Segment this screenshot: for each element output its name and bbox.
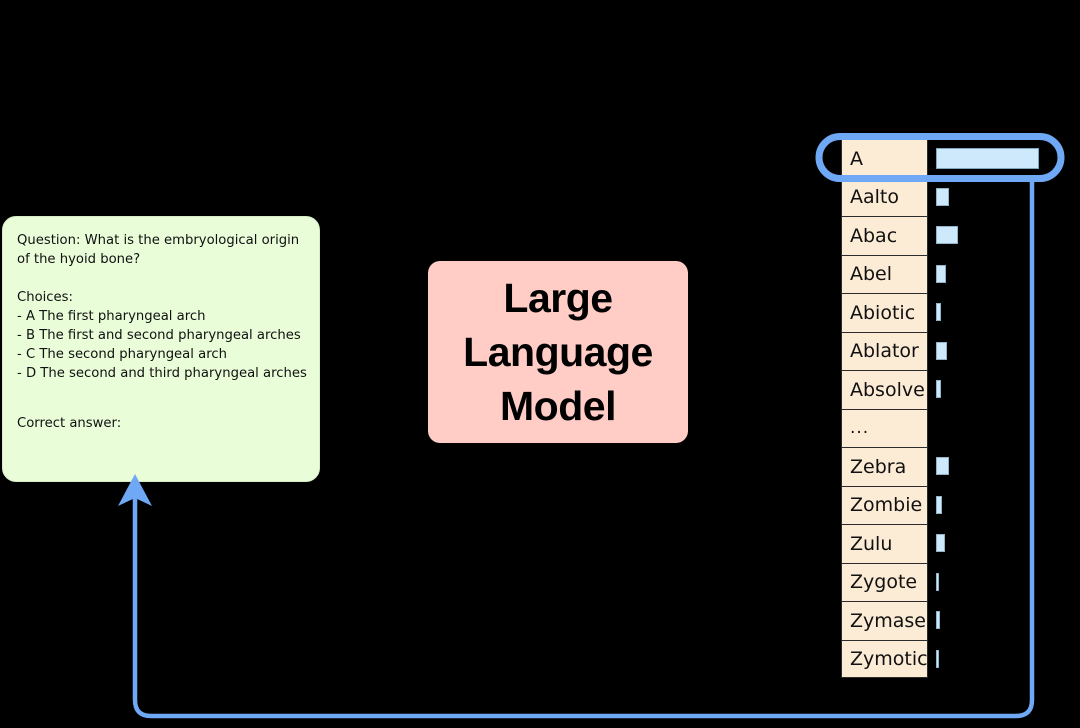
token-row[interactable]: Abel — [841, 254, 928, 293]
token-probability-bar — [936, 534, 945, 553]
prompt-spacer-2 — [17, 383, 305, 402]
token-label: Zymase — [850, 609, 926, 632]
llm-label-line-2: Language — [463, 329, 653, 375]
token-probability-bar — [936, 226, 958, 245]
token-row[interactable]: Absolve — [841, 370, 928, 409]
token-label: Zygote — [850, 571, 918, 594]
token-row[interactable]: A — [841, 139, 928, 178]
token-bar-slot — [936, 139, 1080, 178]
token-probability-bars — [936, 139, 1080, 678]
token-bar-slot — [936, 640, 1080, 679]
token-label: Zulu — [850, 532, 893, 555]
token-label: Zombie — [850, 494, 923, 517]
token-bar-slot — [936, 486, 1080, 525]
llm-label-line-1: Large — [503, 275, 613, 321]
token-probability-bar — [936, 187, 949, 206]
token-label: Ablator — [850, 340, 919, 363]
prompt-answer-label: Correct answer: — [17, 416, 122, 431]
prompt-choice-a: - A The first pharyngeal arch — [17, 309, 206, 324]
prompt-spacer-3 — [17, 402, 305, 414]
prompt-choice-b: - B The first and second pharyngeal arch… — [17, 328, 301, 343]
prompt-question-text: Question: What is the embryological orig… — [17, 233, 300, 267]
token-row[interactable]: Aalto — [841, 177, 928, 216]
token-row[interactable]: Ablator — [841, 331, 928, 370]
token-row[interactable]: Zymase — [841, 601, 928, 640]
token-bar-slot — [936, 409, 1080, 448]
token-bar-slot — [936, 563, 1080, 602]
token-label: ... — [850, 418, 870, 439]
token-probability-bar — [936, 264, 946, 283]
llm-label-line-3: Model — [500, 383, 616, 429]
token-label: Absolve — [850, 378, 925, 401]
token-bar-slot — [936, 601, 1080, 640]
token-bar-slot — [936, 447, 1080, 486]
token-bar-slot — [936, 524, 1080, 563]
token-bar-slot — [936, 255, 1080, 294]
token-label: Abel — [850, 263, 893, 286]
prompt-choices-label: Choices: — [17, 290, 73, 305]
prompt-spacer — [17, 269, 305, 288]
token-row[interactable]: Abiotic — [841, 293, 928, 332]
token-probability-bar — [936, 147, 1039, 169]
token-row[interactable]: Zulu — [841, 524, 928, 563]
token-probability-bar — [936, 341, 947, 360]
token-bar-slot — [936, 332, 1080, 371]
token-row[interactable]: Zebra — [841, 447, 928, 486]
token-label: Abiotic — [850, 301, 916, 324]
token-label: Zymotic — [850, 647, 928, 670]
token-label: A — [850, 147, 863, 170]
token-row[interactable]: Zombie — [841, 485, 928, 524]
token-probability-bar — [936, 611, 940, 630]
token-probability-bar — [936, 572, 939, 591]
large-language-model-box: Large Language Model — [428, 261, 688, 443]
prompt-choice-d: - D The second and third pharyngeal arch… — [17, 366, 307, 381]
token-label: Abac — [850, 224, 898, 247]
token-probability-bar — [936, 303, 941, 322]
prompt-choice-c: - C The second pharyngeal arch — [17, 347, 227, 362]
token-row[interactable]: ... — [841, 408, 928, 447]
token-bar-slot — [936, 216, 1080, 255]
token-row[interactable]: Zygote — [841, 562, 928, 601]
token-probability-bar — [936, 380, 941, 399]
prompt-card: Question: What is the embryological orig… — [2, 216, 320, 482]
token-probability-bar — [936, 495, 942, 514]
token-bar-slot — [936, 293, 1080, 332]
token-row[interactable]: Zymotic — [841, 639, 928, 678]
token-probability-bar — [936, 649, 939, 668]
token-row[interactable]: Abac — [841, 216, 928, 255]
token-bar-slot — [936, 178, 1080, 217]
token-bar-slot — [936, 370, 1080, 409]
token-label: Zebra — [850, 455, 907, 478]
token-label: Aalto — [850, 186, 899, 209]
token-probability-bar — [936, 457, 949, 476]
